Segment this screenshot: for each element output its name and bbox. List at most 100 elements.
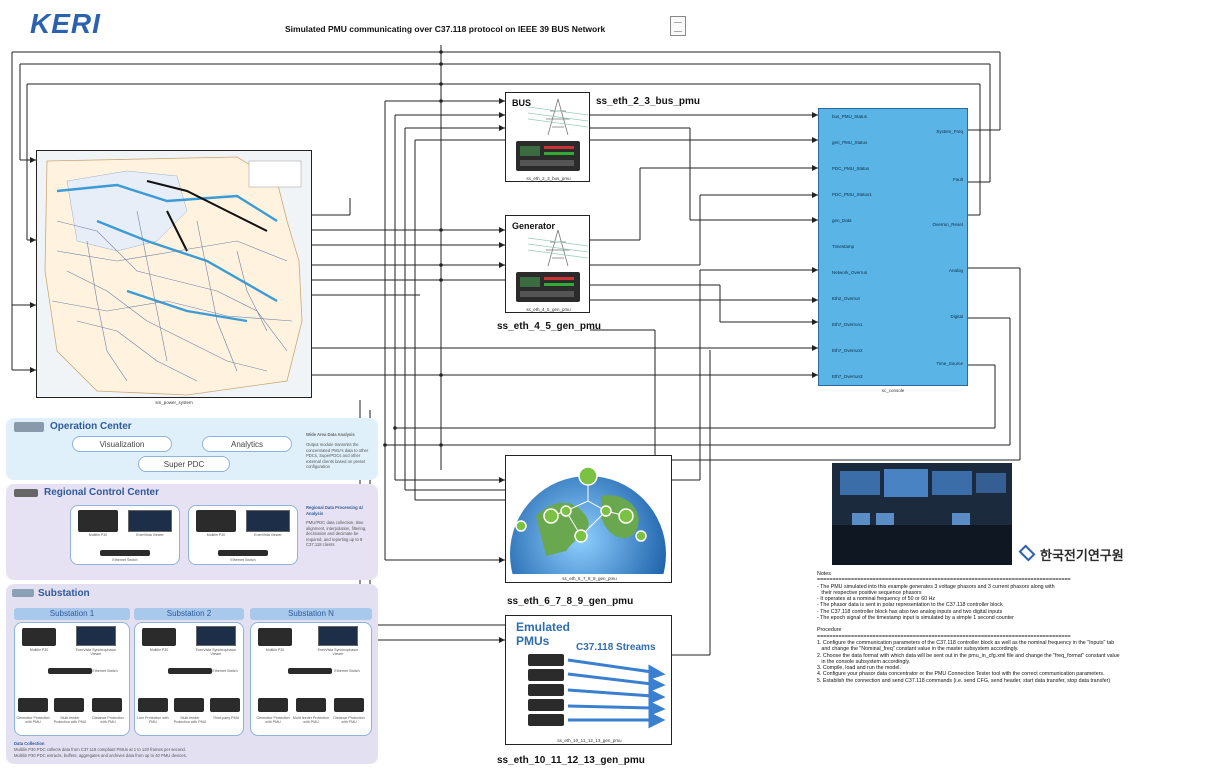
viewer-label: EnerVista Synchrophasor Viewer: [75, 648, 117, 656]
procedure-heading: Procedure: [817, 627, 842, 634]
streams-label: C37.118 Streams: [576, 642, 656, 653]
visualization-box: Visualization: [72, 436, 172, 452]
emulated-pmu-label: ss_eth_10_11_12_13_gen_pmu: [557, 738, 622, 743]
bus-tag: BUS: [512, 98, 532, 108]
substation-n-header: Substation N: [250, 608, 372, 620]
notes-rule: ========================================…: [817, 577, 1071, 584]
substation-1-header: Substation 1: [14, 608, 130, 620]
p30-label: Multilin P30: [149, 648, 169, 652]
bus-pmu-label: ss_eth_2_3_bus_pmu: [526, 176, 571, 181]
notes-line: - The phasor data is sent in polar repre…: [817, 602, 1003, 609]
p30-device-image: [22, 628, 56, 646]
gen-pmu-label: ss_eth_4_5_gen_pmu: [526, 307, 571, 312]
console-input: Eth7_Overrun2: [832, 348, 863, 353]
console-input: Timestamp: [832, 244, 855, 249]
control-room-photo: [832, 463, 1012, 565]
power-system-label: sm_power_system: [155, 400, 193, 405]
viewer-monitor-image: [318, 626, 358, 646]
p30-label: Multilin P30: [88, 533, 108, 537]
notes-line: - The C37.118 controller block has also …: [817, 608, 1003, 615]
bus-pmu-block[interactable]: BUS ss_eth_2_3_bus_pmu: [505, 92, 590, 182]
emulated-title: Emulated: [516, 620, 571, 634]
p30-device-image: [142, 628, 176, 646]
emulated-pmu-block[interactable]: Emulated PMUs C37.118 Streams ss_eth_10_…: [505, 615, 672, 745]
console-label: sc_console: [881, 388, 905, 393]
relay-image: [258, 698, 288, 712]
stream-arrows-icon: [567, 658, 666, 729]
gen-pmu-block[interactable]: Generator ss_eth_4_5_gen_pmu: [505, 215, 590, 313]
pmu-rack-image: [528, 684, 564, 696]
p30-device-image: [196, 510, 236, 532]
p30-label: Multilin P30: [265, 648, 285, 652]
notes-line: - It operates at a nominal frequency of …: [817, 596, 936, 603]
emulated-subtitle: PMUs: [516, 634, 550, 648]
data-collection-line1: Multilin P30 PDC collects data from C37.…: [14, 747, 186, 752]
relay-image: [18, 698, 48, 712]
substation-title: Substation: [38, 588, 90, 599]
viewer-monitor-image: [76, 626, 116, 646]
device-caption: Generator Protection with PMU: [256, 716, 290, 724]
p30-device-image: [78, 510, 118, 532]
regional-side-title: Regional Data Processing &/ Analysis: [306, 505, 364, 516]
notes-heading: Notes: [817, 571, 831, 577]
console-input: PDC_PMU_Status1: [832, 192, 872, 197]
viewer-monitor-image: [246, 510, 290, 532]
procedure-step: 4. Configure your phasor data concentrat…: [817, 671, 1105, 678]
viewer-label: EnerVista Synchrophasor Viewer: [195, 648, 237, 656]
wide-area-text: Output module transmits the concentrated…: [306, 442, 369, 469]
relay-image: [296, 698, 326, 712]
regional-device-icon: [14, 489, 38, 497]
procedure-step: in the console subsystem accordingly.: [817, 658, 911, 665]
keri-logo: KERI: [30, 8, 101, 39]
procedure-step: and change the "Nominal_freq" constant v…: [817, 646, 1019, 653]
procedure-step: 5. Establish the connection and send C37…: [817, 677, 1111, 684]
switch-label: Ethernet Switch: [212, 669, 238, 673]
console-output: Digital: [950, 314, 963, 319]
pmu-rack-image: [528, 714, 564, 726]
model-title: Simulated PMU communicating over C37.118…: [285, 24, 606, 34]
procedure-step: 2. Choose the data format with which dat…: [817, 652, 1120, 659]
relay-image: [174, 698, 204, 712]
substation-icon: [12, 589, 34, 597]
device-caption: Line Protection with PMU: [137, 716, 169, 724]
pmu-rack-image: [528, 699, 564, 711]
viewer-monitor-image: [128, 510, 172, 532]
globe-pmu-block[interactable]: ss_eth_6_7_8_9_gen_pmu: [505, 455, 672, 583]
document-icon[interactable]: [670, 16, 686, 36]
device-caption: Generator Protection with PMU: [16, 716, 50, 724]
globe-pmu-title: ss_eth_6_7_8_9_gen_pmu: [507, 596, 634, 607]
viewer-label: EnerVista Viewer: [254, 533, 282, 537]
substation-2-header: Substation 2: [134, 608, 244, 620]
ethernet-switch-image: [218, 550, 268, 556]
device-caption: Multi-feeder Protection with PMU: [292, 716, 330, 724]
switch-label: Ethernet Switch: [230, 558, 256, 562]
p30-label: Multilin P30: [206, 533, 226, 537]
viewer-label: EnerVista Viewer: [136, 533, 164, 537]
bus-pmu-title: ss_eth_2_3_bus_pmu: [596, 96, 700, 107]
notes-panel: Notes ==================================…: [817, 571, 1209, 684]
console-output: Overrun_Reset: [932, 222, 963, 227]
relay-image: [210, 698, 240, 712]
sc-console-block[interactable]: bus_PMU_Status gen_PMU_Status PDC_PMU_St…: [818, 108, 968, 386]
device-caption: Distance Protection with PMU: [92, 716, 124, 724]
switch-label: Ethernet Switch: [334, 669, 360, 673]
relay-image: [92, 698, 122, 712]
console-output: Analog: [948, 268, 963, 273]
pmu-device-image: [516, 272, 580, 302]
ethernet-switch-image: [288, 668, 332, 674]
pmu-rack-image: [528, 654, 564, 666]
notes-line: - The epoch signal of the timestamp inpu…: [817, 615, 1014, 622]
transmission-tower-icon: [528, 98, 588, 136]
relay-image: [54, 698, 84, 712]
regional-side-text: PMU/PDC data collection, time alignment,…: [306, 520, 367, 547]
console-input: Eth2_Overrun: [832, 296, 861, 301]
console-input: Eth7_Overrun3: [832, 374, 863, 379]
power-system-block[interactable]: [36, 150, 312, 398]
data-collection-title: Data Collection: [14, 741, 45, 746]
data-collection-line2: Multilin P30 PDC extracts, buffers, aggr…: [14, 753, 187, 758]
procedure-step: 1. Configure the communication parameter…: [817, 639, 1115, 646]
emulated-pmu-title: ss_eth_10_11_12_13_gen_pmu: [497, 755, 645, 766]
pmu-rack-image: [528, 669, 564, 681]
operation-center-title: Operation Center: [50, 421, 132, 432]
switch-label: Ethernet Switch: [112, 558, 138, 562]
